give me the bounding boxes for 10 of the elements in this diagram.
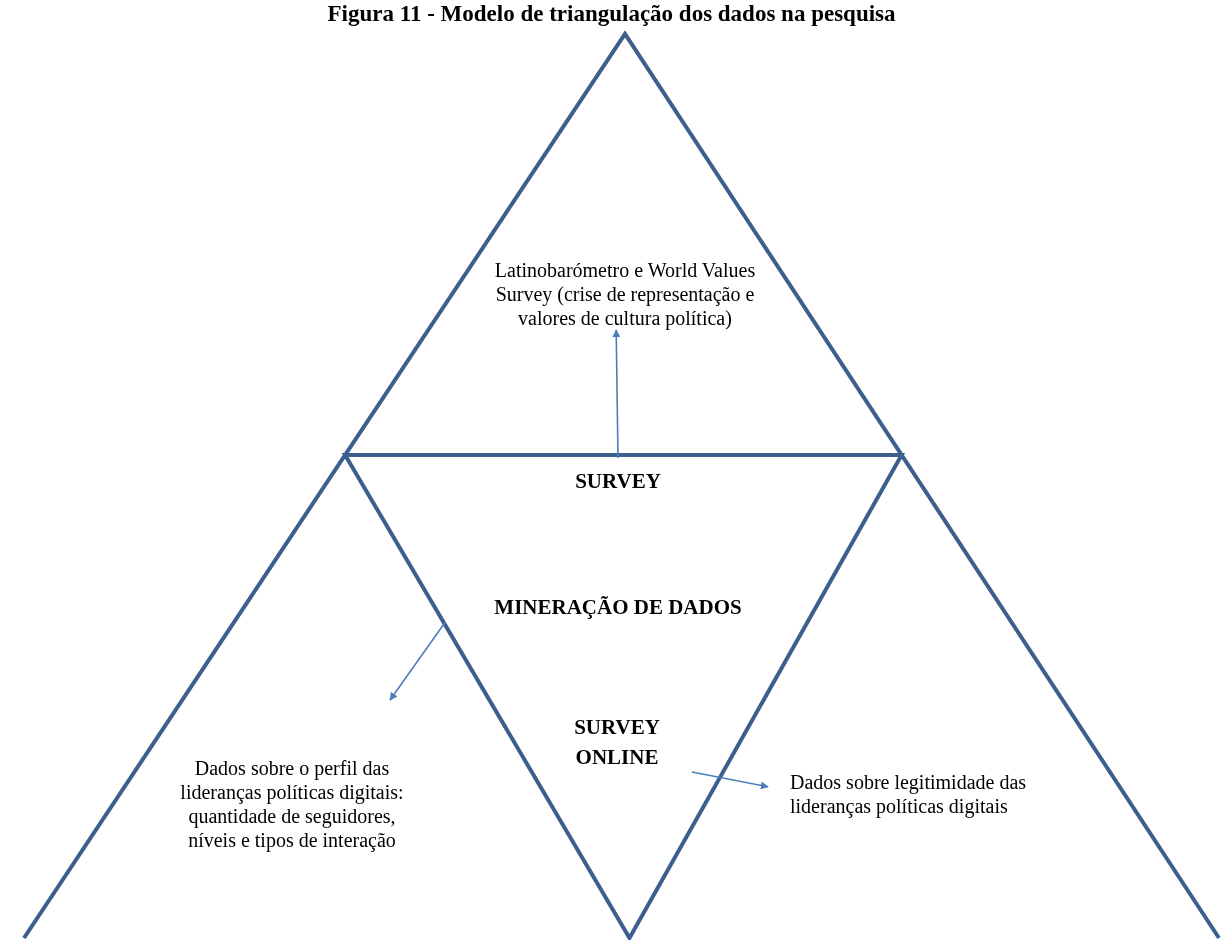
description-text: Dados sobre legitimidade das lideranças políticas digitais — [790, 770, 1028, 818]
description-text: Latinobarómetro e World Values Survey (crise de representação e valores de cultura política) — [493, 258, 757, 330]
arrow — [612, 329, 621, 459]
section-heading: MINERAÇÃO DE DADOS — [493, 594, 743, 621]
figure-title: Figura 11 - Modelo de triangulação dos dados na pesquisa — [326, 0, 897, 28]
section-heading: SURVEY — [574, 468, 662, 495]
description-text: Dados sobre o perfil das lideranças políticas digitais: quantidade de seguidores, níveis e tipos de interação — [179, 756, 405, 852]
section-heading: SURVEY ONLINE — [573, 714, 661, 771]
arrow — [389, 621, 447, 701]
arrow — [691, 771, 769, 790]
